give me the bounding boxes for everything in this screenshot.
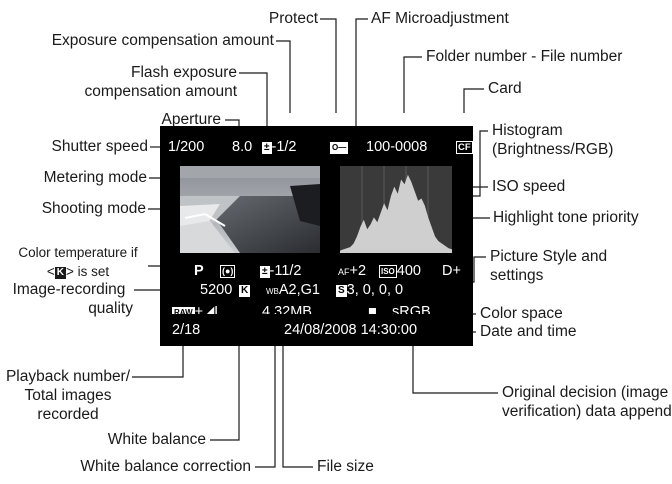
label-file-size: File size (317, 458, 374, 475)
label-aperture: Aperture (161, 111, 221, 128)
card-icon: CF (456, 141, 473, 154)
picture-style-settings: 3, 0, 0, 0 (346, 282, 404, 298)
wb-correction-value: A2,G1 (278, 282, 320, 298)
label-image-quality-1: Image-recording (12, 281, 126, 298)
shooting-mode-value: P (194, 263, 204, 279)
label-card: Card (488, 80, 522, 97)
label-color-temperature-2: <K> is set (8, 262, 148, 281)
exposure-comp-value: -1/2 (271, 139, 297, 155)
picture-style-icon: S (336, 285, 347, 297)
af-icon: AF (338, 267, 350, 277)
date-time-value: 24/08/2008 14:30:00 (284, 322, 418, 338)
kelvin-icon: K (54, 267, 66, 279)
label-image-quality-2: quality (88, 300, 133, 317)
label-shooting-mode: Shooting mode (41, 200, 146, 217)
label-iso-speed: ISO speed (492, 178, 566, 195)
iso-icon: ISO (379, 265, 397, 278)
label-metering-mode: Metering mode (43, 169, 147, 186)
flash-comp-value: -11/2 (269, 263, 302, 279)
shutter-speed-value: 1/200 (168, 139, 205, 155)
histogram-graph (340, 166, 452, 253)
metering-mode-icon: (●) (220, 265, 236, 278)
exposure-comp-icon: ± (262, 142, 272, 154)
histogram-curve (340, 174, 452, 253)
label-af-microadjustment: AF Microadjustment (371, 10, 509, 27)
af-microadjustment: AF+2 (338, 263, 366, 280)
label-date-time: Date and time (480, 323, 577, 340)
exposure-compensation: ±-1/2 (262, 139, 297, 155)
flash-exposure-compensation: ±-11/2 (260, 263, 301, 279)
label-picture-style-2: settings (490, 267, 544, 284)
label-white-balance-correction: White balance correction (80, 458, 251, 475)
label-playback-1: Playback number/ (5, 368, 131, 385)
label-color-temperature-1: Color temperature if (18, 245, 138, 260)
iso-value: 400 (396, 263, 421, 279)
label-white-balance: White balance (107, 431, 206, 448)
camera-lcd-screen: 1/200 8.0 ±-1/2 O— 100-0008 CF (160, 126, 473, 320)
color-temperature-value: 5200 (200, 282, 233, 298)
camera-lcd-bottom: 2/18 24/08/2008 14:30:00 (160, 314, 473, 346)
label-original-decision-2: verification) data appended (502, 403, 672, 420)
label-color-space: Color space (480, 305, 563, 322)
beach-photo (180, 166, 320, 253)
label-protect: Protect (268, 10, 318, 27)
label-picture-style-1: Picture Style and (490, 248, 608, 265)
color-temp-gt: > is set (65, 264, 110, 279)
lock-icon: ■ (368, 304, 377, 320)
color-temp-lt: < (46, 264, 55, 279)
white-balance-correction: WBA2,G1 (266, 282, 320, 300)
af-value: +2 (349, 263, 367, 279)
label-histogram-1: Histogram (492, 122, 563, 139)
label-exposure-compensation: Exposure compensation amount (51, 32, 274, 49)
wb-icon: WB (266, 287, 279, 296)
label-flash-exposure-1: Flash exposure (131, 64, 237, 81)
label-flash-exposure-2: compensation amount (84, 83, 237, 100)
label-playback-3: recorded (37, 406, 99, 423)
histogram (340, 166, 452, 253)
label-histogram-2: (Brightness/RGB) (492, 141, 614, 158)
label-original-decision-1: Original decision (image (502, 384, 669, 401)
label-highlight-tone-priority: Highlight tone priority (493, 209, 639, 226)
flash-comp-icon: ± (260, 266, 270, 278)
playback-number-value: 2/18 (172, 322, 201, 338)
label-playback-2: Total images (24, 387, 112, 404)
highlight-tone-priority-value: D+ (442, 263, 461, 279)
image-thumbnail (180, 166, 320, 253)
aperture-value: 8.0 (232, 139, 253, 155)
label-folder-file-number: Folder number - File number (426, 48, 623, 65)
folder-file-number-value: 100-0008 (366, 139, 428, 155)
label-shutter-speed: Shutter speed (51, 138, 148, 155)
kelvin-setting-icon: K (239, 285, 251, 297)
protect-icon: O— (330, 142, 349, 154)
